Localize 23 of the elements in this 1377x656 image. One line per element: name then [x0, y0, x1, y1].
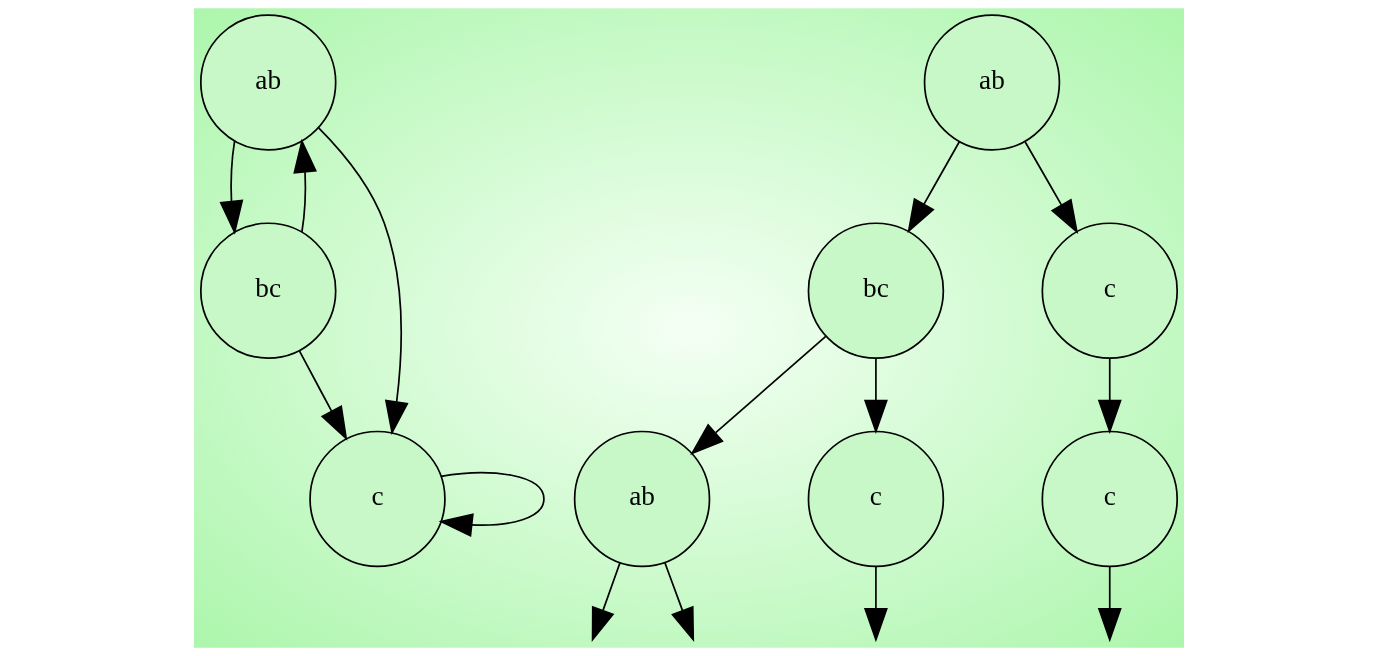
- node-circle: ab: [573, 430, 710, 568]
- arrow: [689, 335, 827, 456]
- node-circle: ab: [923, 14, 1060, 151]
- arrow: [438, 471, 545, 537]
- arrow: [1097, 357, 1122, 434]
- arrow: [1023, 140, 1078, 235]
- arrow: [298, 350, 347, 441]
- arrow: [906, 140, 960, 234]
- arrow: [863, 566, 888, 643]
- node-circle: ab: [199, 14, 337, 151]
- arrow: [219, 140, 243, 235]
- arrow: [863, 357, 888, 434]
- arrow: [292, 138, 317, 234]
- node-circle: c: [807, 430, 944, 568]
- arrow: [591, 562, 621, 643]
- node-circle: c: [308, 430, 446, 568]
- node-circle: c: [1040, 430, 1178, 568]
- arrow: [317, 126, 409, 436]
- node-circle: bc: [199, 222, 337, 359]
- node-circle: bc: [807, 222, 944, 359]
- arrow: [1097, 566, 1122, 643]
- arrow: [663, 562, 694, 643]
- node-circle: c: [1040, 222, 1178, 359]
